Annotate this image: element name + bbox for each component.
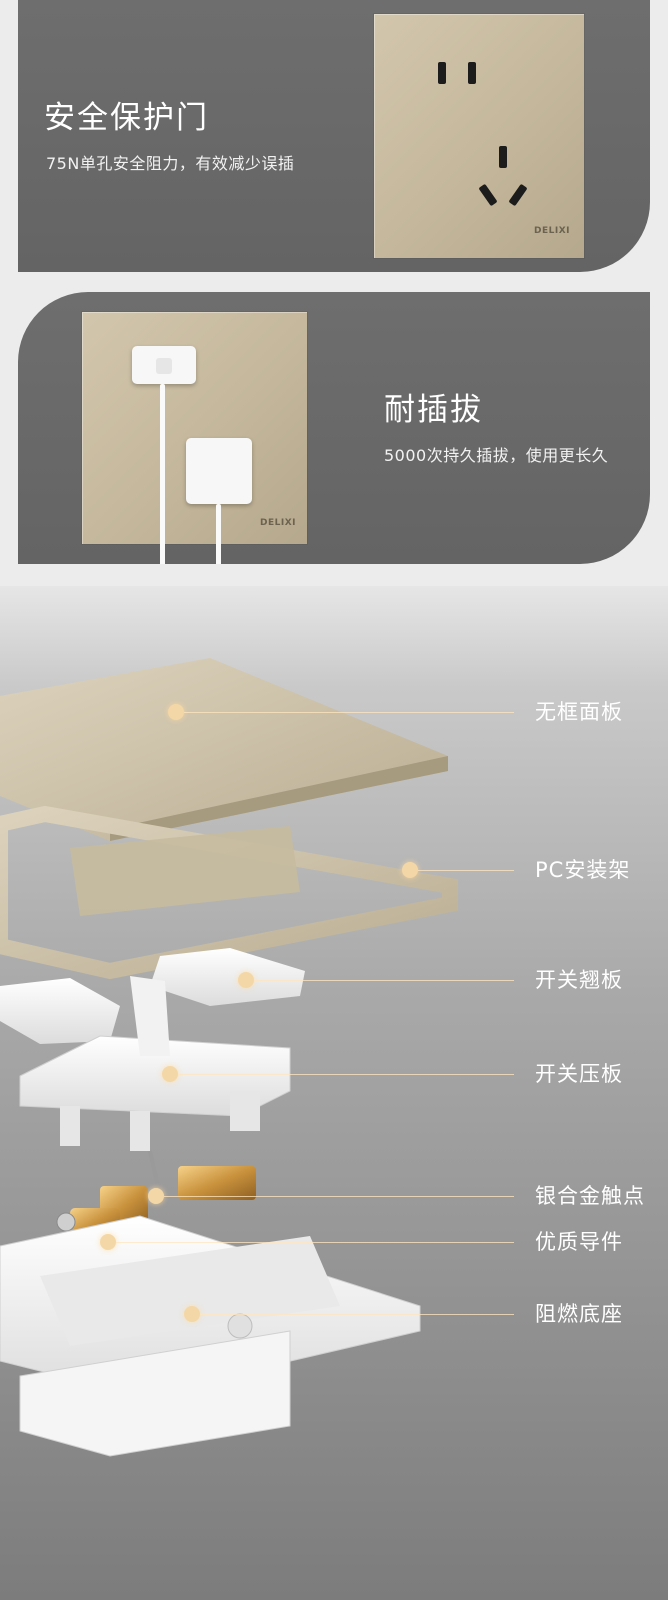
callout-dot — [100, 1234, 116, 1250]
socket-hole — [499, 146, 507, 168]
callout-line — [178, 1074, 514, 1075]
part-label-pc-frame: PC安装架 — [535, 858, 631, 882]
callout-line — [200, 1314, 514, 1315]
feature-subtitle: 75N单孔安全阻力，有效减少误插 — [46, 154, 295, 173]
pressing-plate-part — [19, 976, 291, 1151]
feature-title: 安全保护门 — [44, 100, 209, 136]
callout-dot — [148, 1188, 164, 1204]
cable — [160, 384, 165, 564]
part-label-conductor: 优质导件 — [535, 1230, 623, 1254]
faceplate-part — [0, 658, 448, 841]
callout-dot — [162, 1066, 178, 1082]
exploded-view-section: 无框面板 PC安装架 开关翘板 开关压板 银合金触点 优质导件 阻燃底座 — [0, 586, 668, 1600]
cable — [216, 504, 221, 564]
socket-panel-image: DELIXI — [374, 14, 584, 258]
brand-logo: DELIXI — [260, 518, 296, 528]
socket-hole — [508, 183, 528, 207]
callout-dot — [238, 972, 254, 988]
rocker-part — [0, 948, 305, 1044]
flame-retardant-base-part — [0, 1215, 421, 1457]
pc-frame-part — [0, 805, 458, 980]
callout-dot — [402, 862, 418, 878]
plug-icon — [186, 438, 252, 504]
feature-card-safety-door: 安全保护门 75N单孔安全阻力，有效减少误插 DELIXI — [18, 0, 650, 272]
callout-line — [184, 712, 514, 713]
feature-title: 耐插拔 — [384, 392, 483, 428]
socket-hole — [468, 62, 476, 84]
socket-panel-with-plugs-image: DELIXI — [82, 312, 307, 564]
feature-subtitle: 5000次持久插拔，使用更长久 — [384, 446, 609, 465]
socket-hole — [478, 183, 498, 207]
callout-line — [418, 870, 514, 871]
callout-dot — [184, 1306, 200, 1322]
brand-logo: DELIXI — [534, 226, 570, 236]
callout-line — [116, 1242, 514, 1243]
part-label-rocker: 开关翘板 — [535, 968, 623, 992]
callout-line — [164, 1196, 514, 1197]
part-label-base: 阻燃底座 — [535, 1302, 623, 1326]
exploded-diagram — [0, 658, 458, 1457]
silver-contact-part — [100, 1150, 256, 1226]
callout-dot — [168, 704, 184, 720]
plug-icon — [132, 346, 196, 384]
callout-line — [254, 980, 514, 981]
socket-hole — [438, 62, 446, 84]
feature-card-durability: DELIXI 耐插拔 5000次持久插拔，使用更长久 — [18, 292, 650, 564]
part-label-silver-contact: 银合金触点 — [535, 1184, 645, 1208]
part-label-pressing-plate: 开关压板 — [535, 1062, 623, 1086]
part-label-faceplate: 无框面板 — [535, 700, 623, 724]
